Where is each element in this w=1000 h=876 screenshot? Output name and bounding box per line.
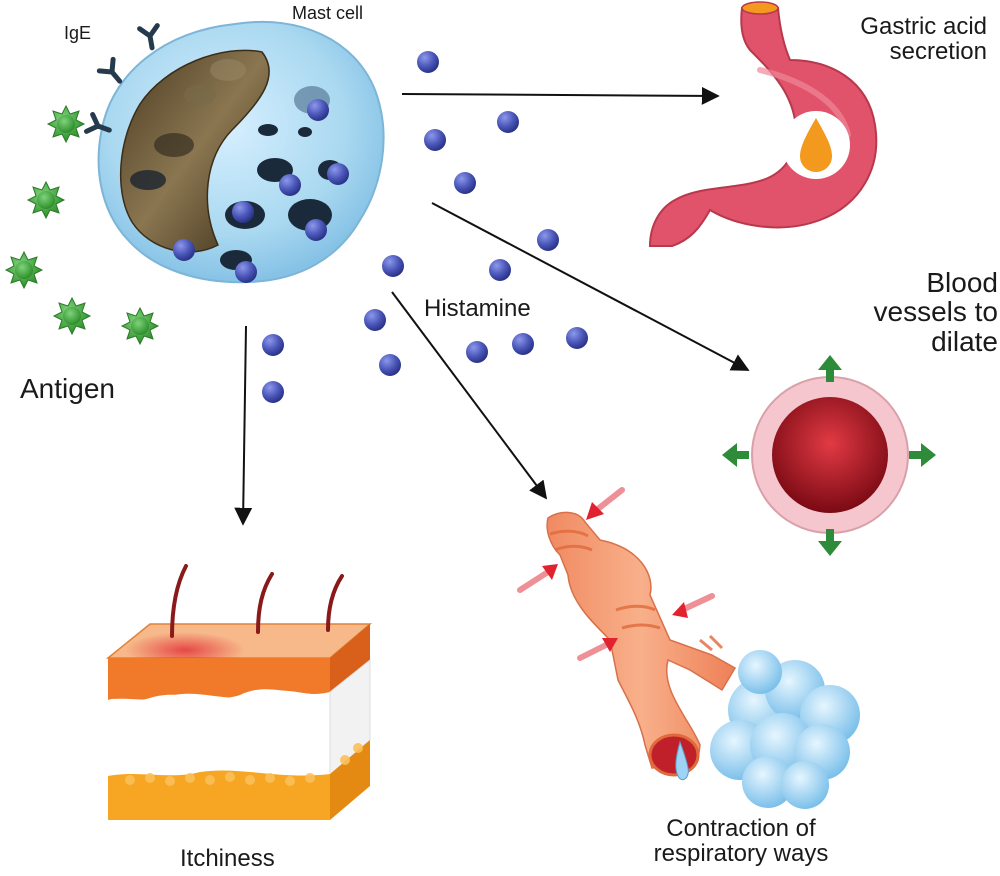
stomach-icon [648,1,878,247]
respiratory-label-line-2: respiratory ways [653,840,829,868]
alveoli [710,650,860,809]
arrows [234,86,750,526]
blood-vessel-label-line-3: dilate [931,325,998,357]
gastric-label-line-1: Gastric acid [860,13,987,40]
blood-vessel-label-line-1: Blood [926,267,998,298]
spiky-antigen-icon [47,105,85,143]
blood-vessel-label-line-2: vessels to [873,296,999,328]
arrow-to-airway [391,291,548,500]
respiratory-label-line-1: Contraction of [666,815,816,842]
blood-vessel-label: Blood vessels to dilate [873,267,999,357]
blood-vessel-cross-section-icon [722,355,936,556]
y-shaped-antibody-icon [140,26,161,50]
acid-drop-icon [800,118,832,172]
gastric-label: Gastric acid secretion [860,13,987,66]
skin-layer-icon [105,564,373,820]
histamine-label: Histamine [424,295,531,322]
itchiness-label: Itchiness [180,845,275,872]
bronchi-lungs-icon [517,487,860,809]
nucleus [119,49,270,253]
spiky-antigen-icon [27,181,65,219]
arrow-to-skin [234,325,253,526]
hairs [170,564,344,638]
mucus-drop-icon [675,740,689,781]
ige-label: IgE [64,23,92,43]
spiky-antigen-icon [53,297,91,335]
gastric-label-line-2: secretion [889,38,987,66]
antigen-label: Antigen [20,373,115,404]
mast-cell-label: Mast cell [292,3,364,23]
arrow-to-blood-vessel [431,202,750,371]
dilate-arrows [722,355,936,556]
spiky-antigen-icon [5,251,43,289]
mast-cell [97,20,385,284]
respiratory-label: Contraction of respiratory ways [626,815,856,868]
arrow-to-stomach [401,86,720,105]
pressure-arrows [517,487,715,661]
spiky-antigen-icon [121,307,159,345]
